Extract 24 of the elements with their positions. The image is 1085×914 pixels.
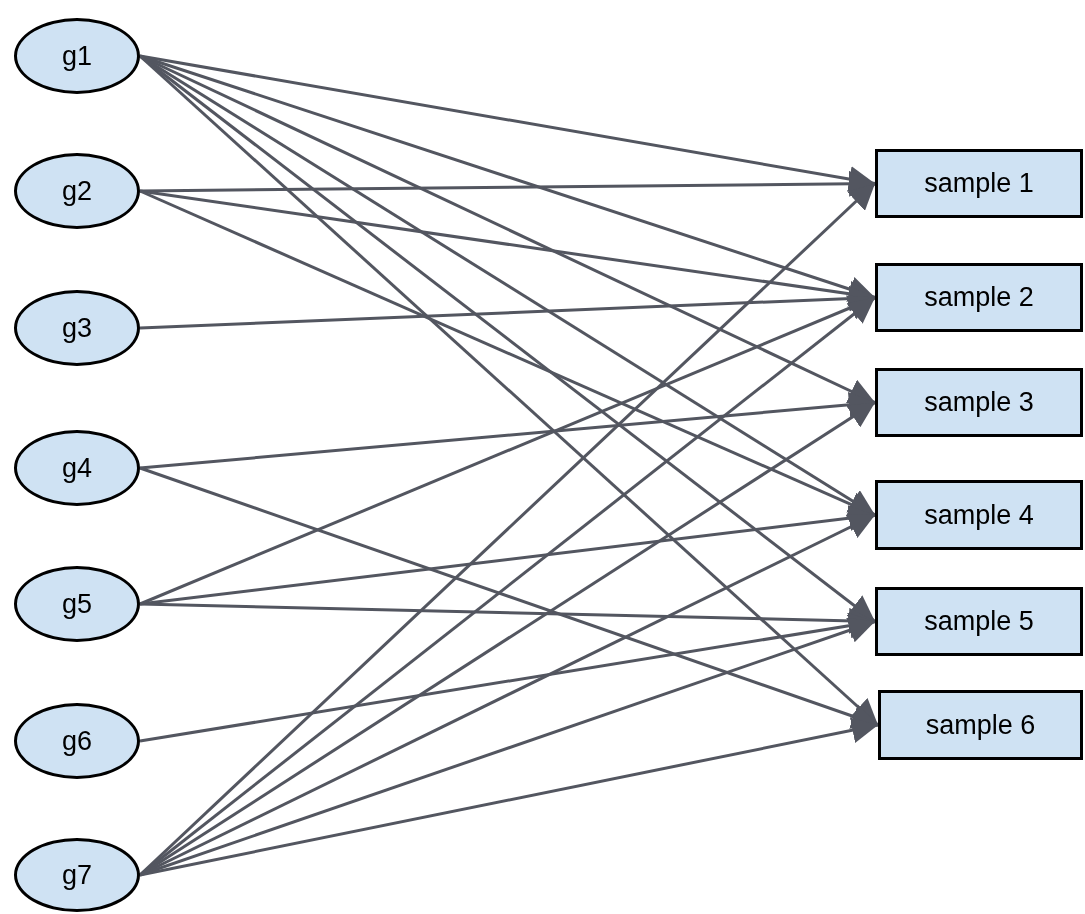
gene-label: g5 — [61, 588, 92, 620]
sample-box — [878, 690, 1083, 760]
sample-box — [875, 263, 1083, 332]
arrow — [139, 189, 876, 517]
sample-box — [875, 149, 1083, 218]
arrow — [139, 54, 876, 302]
sample-box — [875, 480, 1083, 550]
sample-box — [875, 587, 1083, 656]
gene-label: g4 — [61, 452, 92, 484]
arrow — [139, 612, 876, 743]
sample-label: sample 6 — [925, 709, 1036, 741]
arrow — [139, 717, 879, 877]
gene-label: g6 — [61, 725, 92, 757]
sample-label: sample 5 — [924, 606, 1034, 637]
sample-label: sample 3 — [924, 387, 1034, 418]
arrow — [140, 170, 875, 197]
sample-label: sample 2 — [924, 282, 1034, 313]
gene-label: g3 — [61, 312, 92, 344]
sample-label: sample 1 — [924, 168, 1034, 199]
gene-label: g1 — [61, 40, 92, 72]
gene-label: g7 — [61, 859, 92, 891]
sample-label: sample 4 — [924, 499, 1034, 531]
sample-box — [875, 368, 1083, 437]
gene-label: g2 — [61, 175, 92, 207]
